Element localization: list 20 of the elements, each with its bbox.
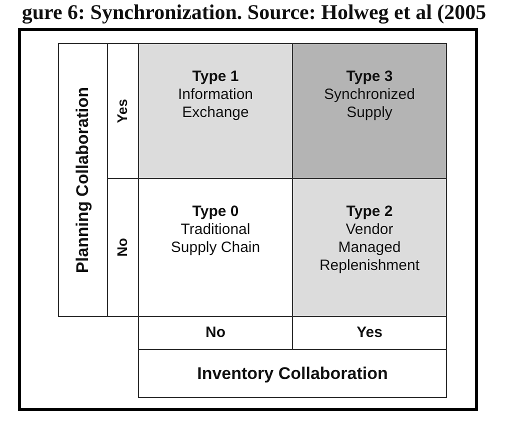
axis-title: Inventory Collaboration <box>197 364 388 382</box>
header-cell <box>58 43 108 317</box>
cell-heading: Type 1 <box>192 68 239 86</box>
matrix-cell <box>292 178 447 317</box>
cell-text: Synchronized Supply <box>324 86 415 121</box>
header-cell <box>138 349 447 398</box>
cell-text: Information Exchange <box>178 86 254 121</box>
figure-title: gure 6: Synchronization. Source: Holweg et al (2005 <box>22 0 486 24</box>
cell-text: Traditional Supply Chain <box>170 221 260 256</box>
axis-value: No <box>206 324 226 342</box>
cell-text: Vendor Managed Replenishment <box>319 221 420 274</box>
axis-value: Yes <box>356 324 382 342</box>
axis-value: No <box>115 238 131 257</box>
axis-value: Yes <box>115 98 131 124</box>
axis-title: Planning Collaboration <box>74 86 92 274</box>
matrix-cell <box>138 43 293 179</box>
cell-heading: Type 3 <box>346 68 393 86</box>
matrix-cell <box>292 43 447 179</box>
cell-heading: Type 2 <box>346 203 393 221</box>
cell-heading: Type 0 <box>192 203 239 221</box>
